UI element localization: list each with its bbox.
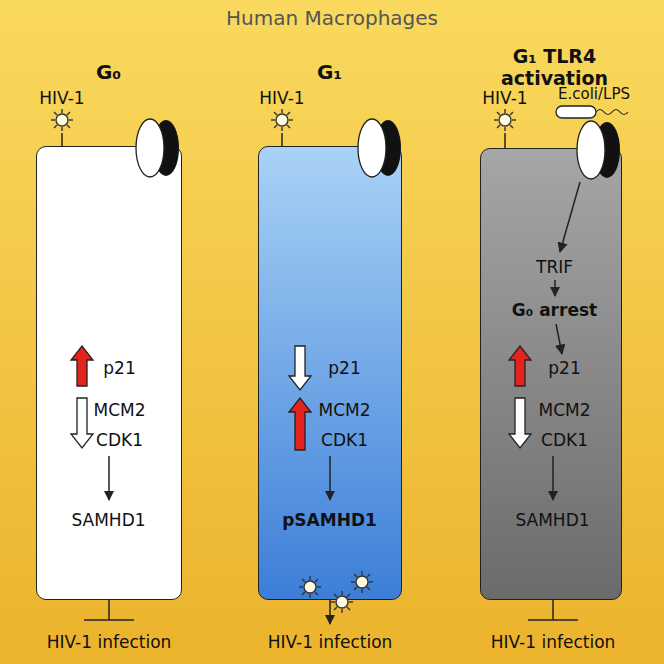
molecule-label: SAMHD1	[71, 509, 145, 529]
molecule-label: MCM2	[318, 399, 370, 419]
cell-panel: G₁ TLR4 activationTRIFG₀ arrestp21MCM2CD…	[480, 148, 622, 600]
molecule-label: SAMHD1	[515, 509, 589, 529]
figure-title: Human Macrophages	[226, 6, 438, 30]
cell-panel: G₀p21MCM2CDK1SAMHD1	[36, 146, 182, 600]
cell-panel: G₁p21MCM2CDK1pSAMHD1	[258, 146, 402, 600]
molecule-label: MCM2	[93, 399, 145, 419]
molecule-label: MCM2	[538, 399, 590, 419]
molecule-label: TRIF	[536, 256, 573, 276]
molecule-label: G₀ arrest	[512, 299, 597, 319]
molecule-label: p21	[548, 357, 580, 377]
phase-heading: G₁ TLR4 activation	[485, 45, 625, 91]
molecule-label: pSAMHD1	[282, 509, 377, 529]
outcome-label: HIV-1 infection	[268, 632, 393, 652]
phase-heading: G₁	[317, 60, 342, 84]
molecule-label: CDK1	[541, 429, 588, 449]
agent-label: HIV-1	[482, 88, 527, 108]
molecule-label: CDK1	[96, 429, 143, 449]
phase-heading: G₀	[96, 60, 121, 84]
outcome-label: HIV-1 infection	[491, 632, 616, 652]
bacterium	[556, 106, 628, 118]
molecule-label: p21	[103, 357, 135, 377]
agent-label: E.coli/LPS	[558, 85, 630, 103]
agent-label: HIV-1	[259, 88, 304, 108]
agent-label: HIV-1	[39, 88, 84, 108]
molecule-label: CDK1	[321, 429, 368, 449]
outcome-label: HIV-1 infection	[47, 632, 172, 652]
molecule-label: p21	[328, 357, 360, 377]
